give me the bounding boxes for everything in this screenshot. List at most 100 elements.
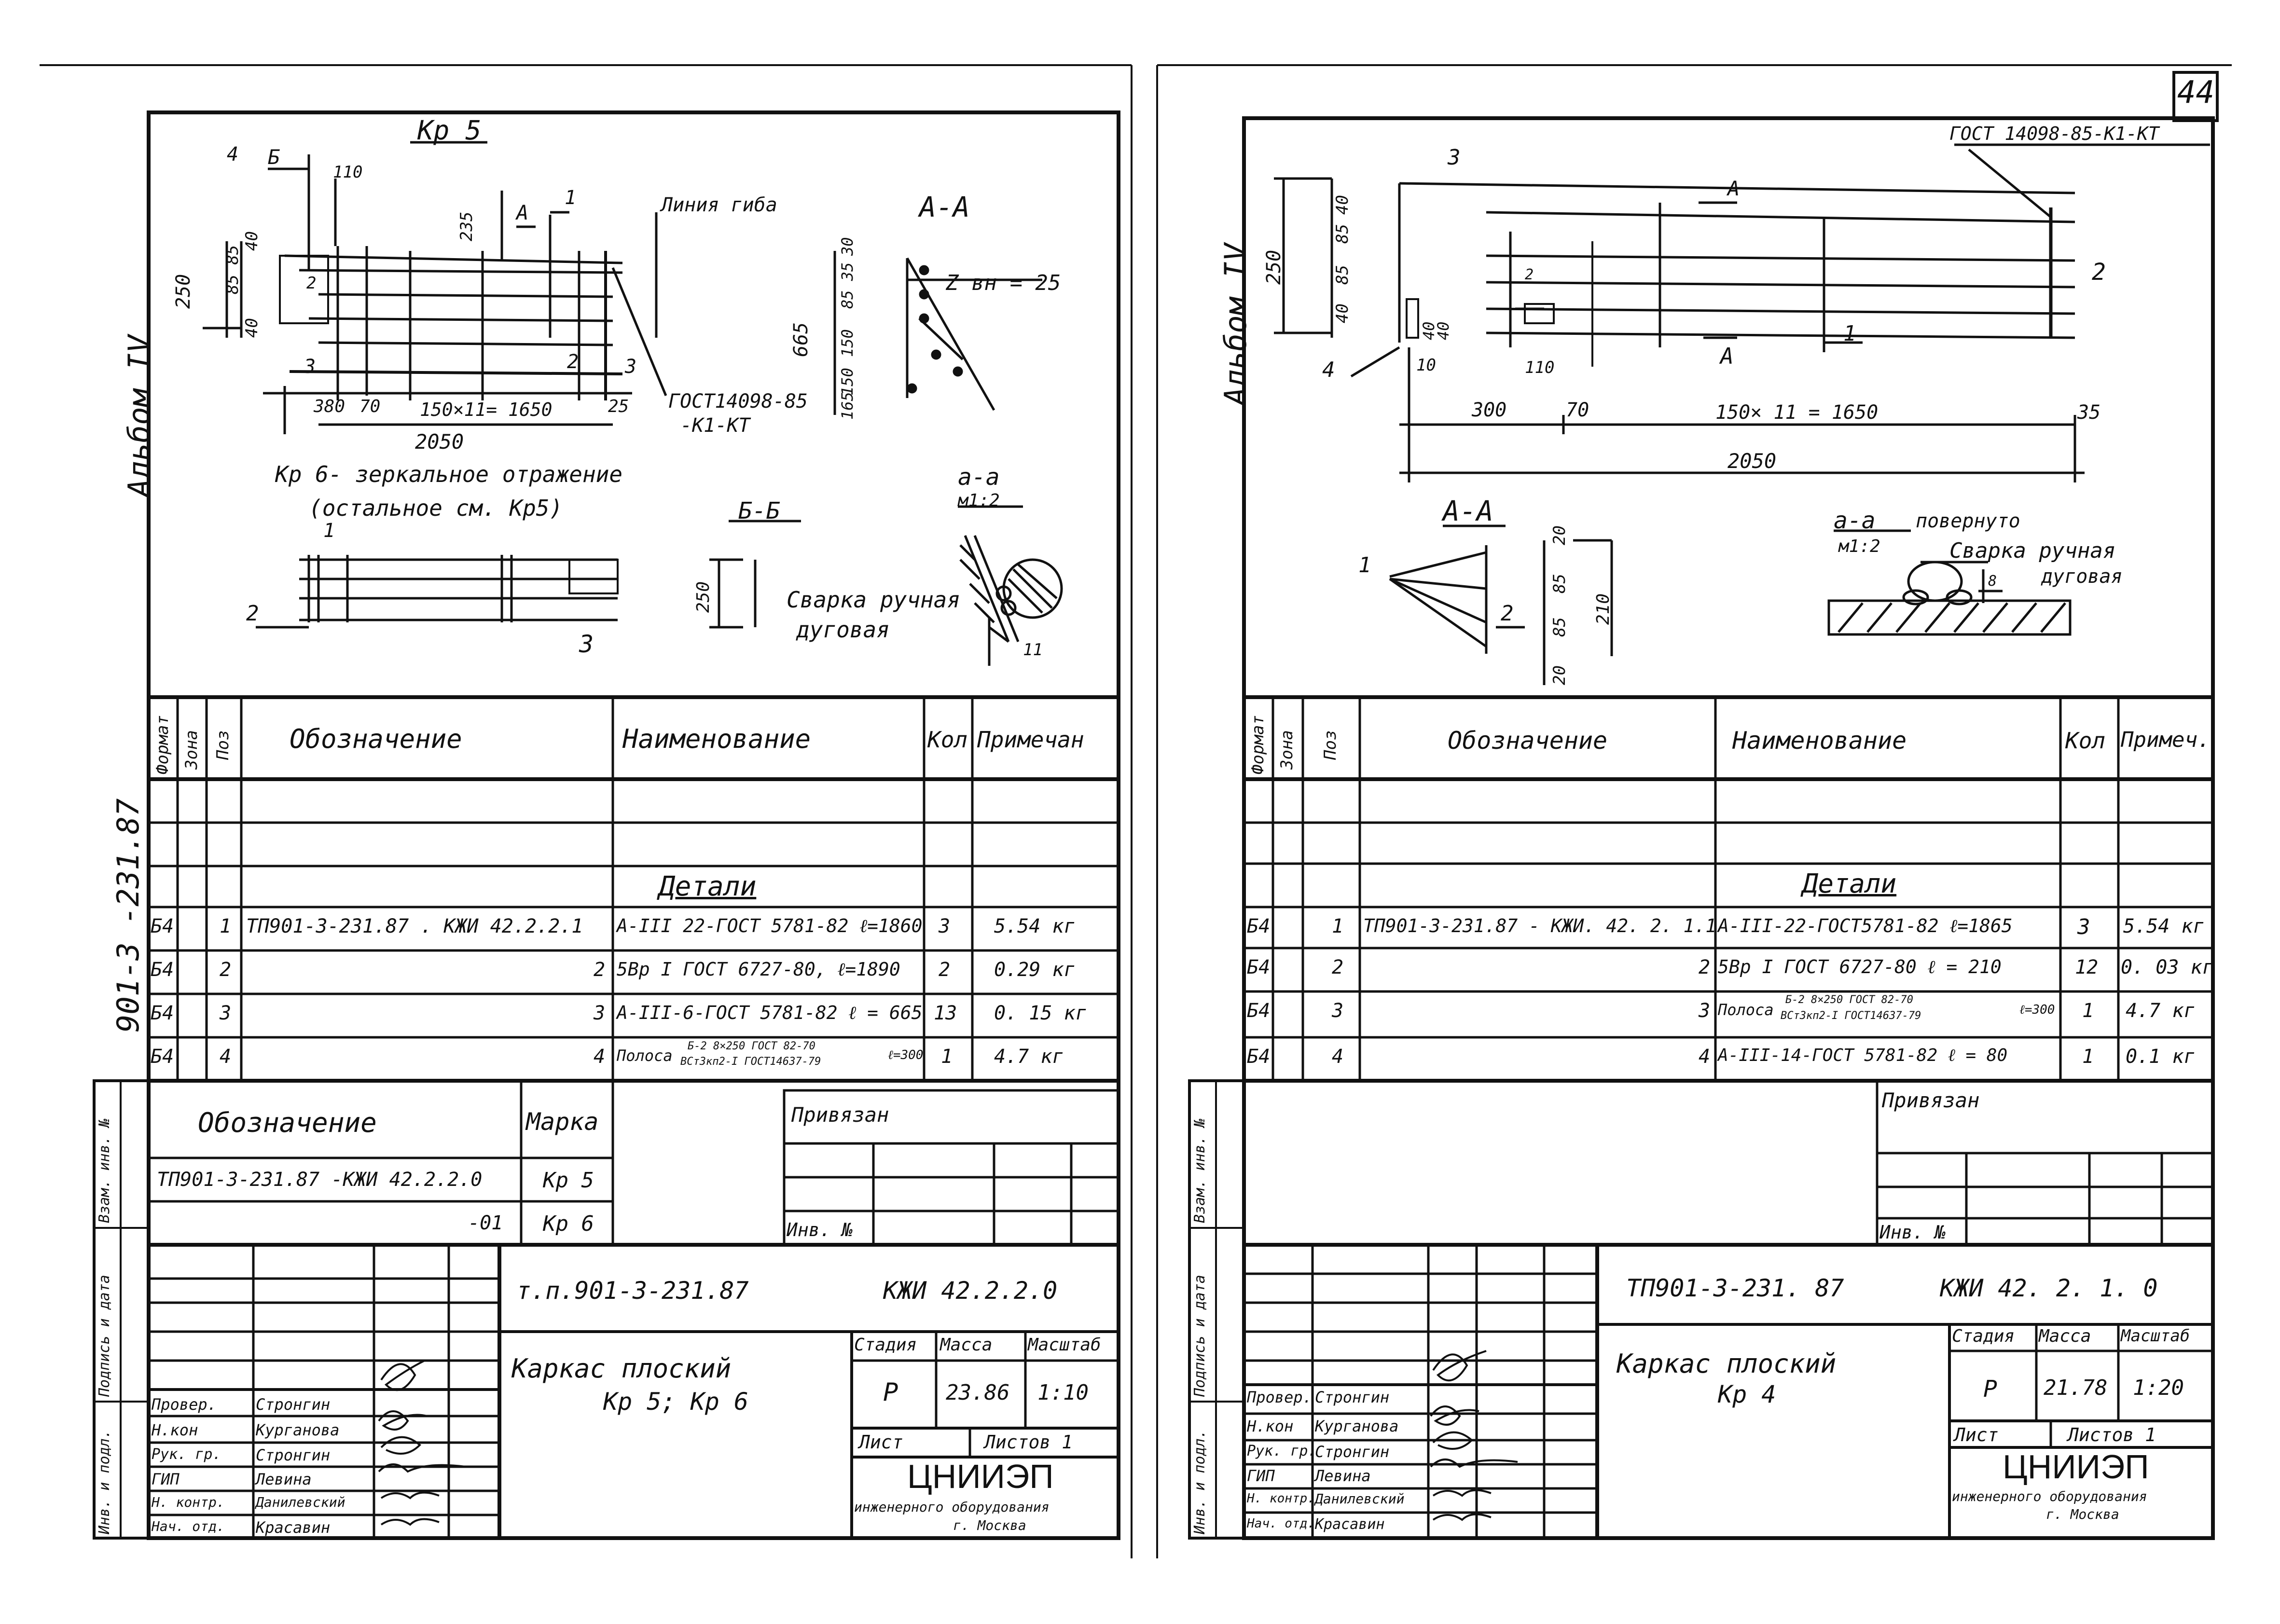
left-dim-a30: 30	[838, 237, 857, 256]
right-row3-pos: 3	[1332, 1000, 1344, 1022]
right-title-mass: 21.78	[2044, 1376, 2108, 1400]
right-mark-a-top: А	[1727, 177, 1740, 200]
left-row4-pos: 4	[220, 1046, 232, 1068]
right-section-aa-label: А-А	[1443, 495, 1493, 527]
left-staff-3-role: Рук. гр.	[152, 1446, 221, 1463]
left-staff-4-role: ГИП	[152, 1470, 180, 1488]
right-dim-a210: 210	[1593, 593, 1613, 625]
left-dim-2050: 2050	[415, 430, 464, 454]
left-kr5-plan	[203, 141, 667, 434]
left-title-doc: т.п.901-3-231.87	[516, 1277, 749, 1305]
right-spec-header-designation: Обозначение	[1448, 727, 1608, 755]
left-dim-70: 70	[359, 397, 381, 416]
right-weld-label-2: дуговая	[2041, 565, 2123, 588]
left-title-org-3: г. Москва	[953, 1517, 1026, 1533]
right-title-scale-h: Масштаб	[2121, 1326, 2190, 1346]
left-marks-header-designation: Обозначение	[198, 1107, 377, 1139]
left-marks-row2-mark: Кр 6	[543, 1211, 594, 1236]
left-row3-designation: 3	[594, 1002, 606, 1024]
left-row2-fmt: Б4	[151, 959, 174, 981]
left-dim-a165: 165	[838, 392, 857, 420]
left-staff-1-role: Провер.	[152, 1395, 217, 1414]
right-side-label-2: Подпись и дата	[1191, 1275, 1208, 1397]
left-row4-name: Полоса	[617, 1046, 673, 1065]
left-row3-pos: 3	[220, 1002, 232, 1024]
left-side-label-3: Взам. инв. №	[96, 1118, 113, 1223]
left-callout-2: 2	[567, 351, 579, 373]
left-dim-40b: 40	[242, 318, 262, 338]
right-row2-note: 0. 03 кг	[2121, 956, 2214, 978]
left-dim-a150a: 150	[838, 329, 857, 357]
right-staff-6-role: Нач. отд.	[1247, 1516, 1315, 1531]
left-row4-designation: 4	[594, 1046, 606, 1068]
right-side-label-1: Инв. и подл.	[1191, 1430, 1208, 1534]
left-row4-name-b: ВСт3кп2-I ГОСТ14637-79	[680, 1056, 821, 1068]
right-row2-designation: 2	[1699, 956, 1711, 978]
right-title-stage-h: Стадия	[1952, 1326, 2015, 1346]
right-row4-note: 0.1 кг	[2126, 1046, 2196, 1068]
right-row3-fmt: Б4	[1247, 1000, 1271, 1022]
left-side-label-1: Инв. и подл.	[96, 1430, 113, 1534]
left-mark-b: Б	[268, 145, 280, 169]
right-dim-40b: 40	[1333, 303, 1352, 323]
left-mark-a: А	[516, 201, 529, 224]
right-staff-3-name: Стронгин	[1315, 1443, 1390, 1461]
left-row1-name: А-III 22-ГОСТ 5781-82 ℓ=1860	[617, 915, 923, 936]
left-row1-qty: 3	[939, 915, 951, 937]
left-spec-grid	[149, 695, 1119, 1083]
left-title-name-2: Кр 5; Кр 6	[603, 1388, 749, 1416]
right-row4-designation: 4	[1699, 1046, 1711, 1068]
left-section-aa	[833, 251, 1042, 415]
right-staff-6-name: Красавин	[1315, 1516, 1385, 1533]
right-dim-2050: 2050	[1727, 449, 1777, 473]
right-title-mass-h: Масса	[2039, 1326, 2091, 1346]
right-dim-a20b: 20	[1550, 665, 1569, 685]
right-spec-header-qty: Кол	[2065, 728, 2106, 754]
left-title-scale-h: Масштаб	[1028, 1335, 1101, 1355]
right-row4-qty: 1	[2082, 1046, 2094, 1068]
right-row3-note: 4.7 кг	[2126, 1000, 2196, 1022]
left-row4-qty: 1	[941, 1046, 953, 1068]
left-spec-header-pos: Поз	[213, 730, 233, 760]
right-callout-2: 2	[2092, 259, 2106, 286]
right-row1-pos: 1	[1332, 915, 1344, 937]
left-callout-8: 2	[246, 601, 259, 626]
right-detail-scale: м1:2	[1838, 537, 1880, 556]
right-weld-label: Сварка ручная	[1949, 538, 2116, 563]
left-staff-2-name: Курганова	[256, 1421, 340, 1439]
right-row3-name-a: Б-2 8×250 ГОСТ 82-70	[1785, 994, 1913, 1006]
left-callout-4: 4	[227, 143, 239, 165]
left-spec-header-format: Формат	[153, 715, 172, 774]
right-dim-35: 35	[2077, 401, 2101, 424]
right-row3-qty: 1	[2082, 1000, 2094, 1022]
right-row2-name: 5Вр I ГОСТ 6727-80 ℓ = 210	[1718, 956, 2002, 977]
right-staff-4-role: ГИП	[1247, 1467, 1275, 1485]
right-row2-fmt: Б4	[1247, 956, 1271, 978]
right-staff-2-name: Курганова	[1315, 1417, 1399, 1435]
right-staff-2-role: Н.кон	[1247, 1417, 1294, 1435]
right-title-org-2: инженерного оборудования	[1952, 1488, 2147, 1504]
left-spec-header-qty: Кол	[927, 727, 968, 753]
right-title-name-2: Кр 4	[1718, 1380, 1776, 1408]
right-bound-label: Привязан	[1882, 1088, 1980, 1112]
right-title-name: Каркас плоский	[1617, 1349, 1837, 1379]
left-album-label: Альбом IV	[122, 335, 157, 497]
left-title-grid	[149, 1243, 1120, 1540]
right-row3-name-c: ℓ=300	[2019, 1003, 2055, 1017]
right-dim-110: 110	[1525, 358, 1555, 377]
right-spec-header-pos: Поз	[1321, 730, 1340, 760]
right-row1-qty: 3	[2077, 915, 2090, 939]
right-dim-250: 250	[1263, 249, 1285, 285]
right-row3-name: Полоса	[1718, 1001, 1774, 1019]
left-spec-header-name: Наименование	[622, 724, 811, 754]
left-callout-1: 1	[565, 187, 577, 209]
right-dim-85a: 85	[1333, 224, 1352, 244]
right-row3-designation: 3	[1699, 1000, 1711, 1022]
right-dim-a85a: 85	[1550, 574, 1569, 593]
left-row4-name-c: ℓ=300	[888, 1048, 924, 1062]
page-number: 44	[2177, 75, 2215, 110]
right-row4-name: А-III-14-ГОСТ 5781-82 ℓ = 80	[1718, 1046, 2008, 1065]
right-dim-40a: 40	[1333, 195, 1352, 215]
right-dim-40d: 40	[1434, 321, 1452, 340]
